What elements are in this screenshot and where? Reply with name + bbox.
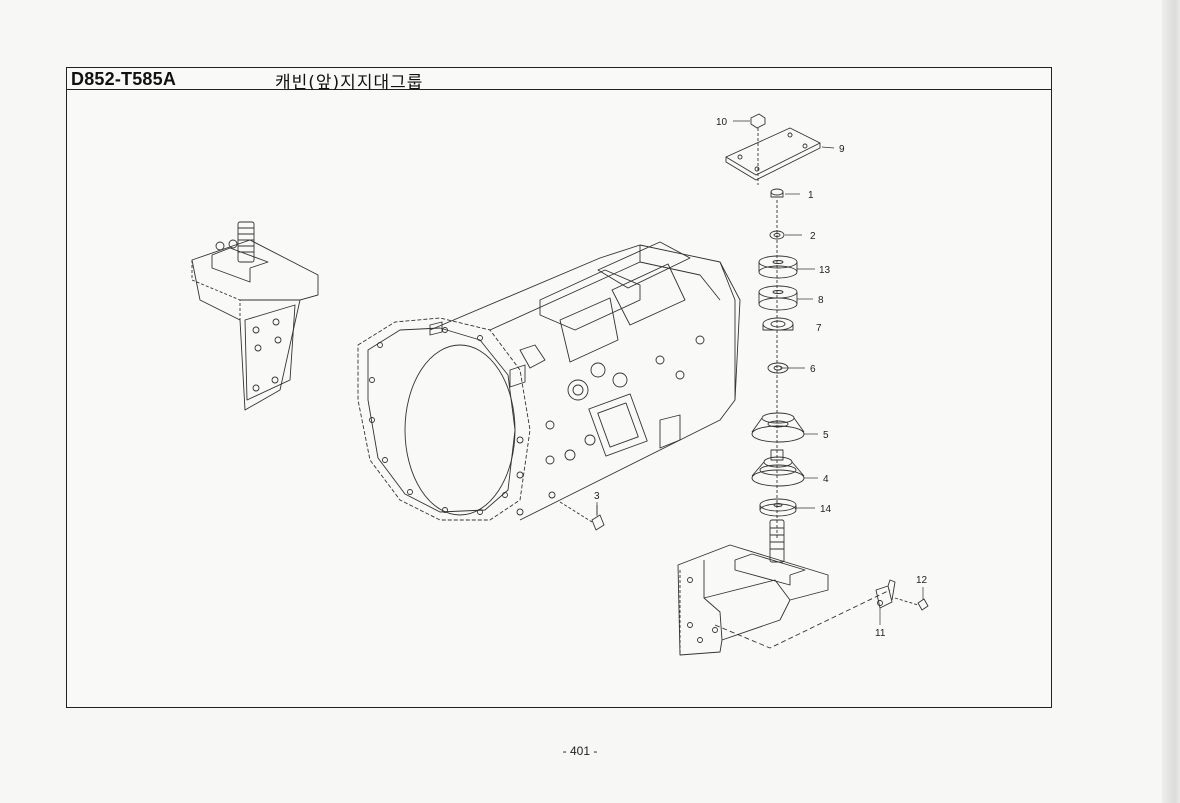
callout-7: 7	[816, 323, 822, 334]
washer-part-2	[769, 230, 785, 240]
callout-9: 9	[839, 144, 845, 155]
bolt-part-3	[559, 501, 605, 531]
callout-8: 8	[818, 295, 824, 306]
nut-part-1	[770, 188, 784, 198]
callout-5: 5	[823, 430, 829, 441]
pad-part-8	[758, 285, 798, 311]
callout-3: 3	[594, 491, 600, 502]
washer-part-14	[759, 498, 797, 517]
callout-4: 4	[823, 474, 829, 485]
page-edge-shadow	[1162, 0, 1180, 803]
diagram-frame: D852-T585A 캐빈(앞)지지대그룹	[66, 67, 1052, 708]
callout-1: 1	[808, 190, 814, 201]
pad-part-13	[758, 255, 798, 279]
bolt-part-10	[750, 113, 766, 185]
callout-13: 13	[819, 265, 831, 276]
mount-part-5	[751, 412, 805, 443]
bolt-part-12	[894, 597, 929, 611]
left-mounting-bracket	[191, 221, 319, 411]
clip-part-11	[875, 579, 896, 609]
transmission-housing	[357, 241, 741, 521]
group-title: 캐빈(앞)지지대그룹	[275, 73, 424, 93]
callout-14: 14	[820, 504, 832, 515]
callout-labels: 1 2 3 4 5 6 7 8 9 10 11 12 13 14	[594, 117, 928, 639]
page-number: - 401 -	[562, 744, 598, 758]
frame-header: D852-T585A 캐빈(앞)지지대그룹	[67, 68, 1051, 93]
callout-6: 6	[810, 364, 816, 375]
mount-part-4	[751, 449, 805, 487]
callout-2: 2	[810, 231, 816, 242]
plate-part-9	[725, 127, 821, 181]
callout-10: 10	[716, 117, 728, 128]
right-mounting-bracket	[677, 519, 891, 656]
callout-12: 12	[916, 575, 928, 586]
callout-leaders	[596, 120, 924, 625]
callout-11: 11	[875, 628, 886, 639]
model-code: D852-T585A	[71, 69, 177, 89]
ring-part-7	[762, 317, 794, 331]
